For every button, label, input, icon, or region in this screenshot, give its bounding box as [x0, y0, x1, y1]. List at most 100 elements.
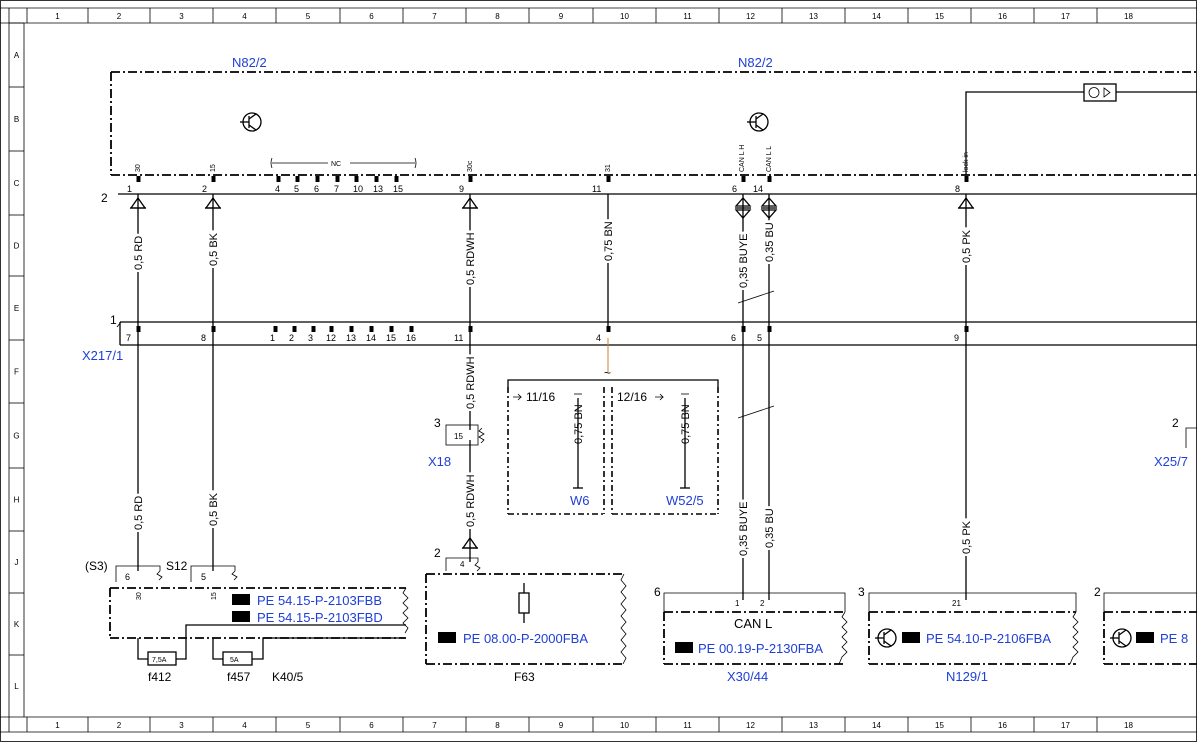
mid-pin-label: 13 — [346, 333, 356, 343]
tilde-label: ~ — [604, 366, 611, 380]
reference-4[interactable]: PE 00.19-P-2130FBA — [698, 641, 823, 656]
fuse-rating-1: 7,5A — [152, 657, 167, 664]
grid-col-label: 9 — [559, 12, 564, 21]
grid-row-label: A — [14, 51, 20, 60]
control-unit-icon — [240, 112, 262, 132]
fuse-rating-2: 5A — [230, 657, 239, 664]
grid-row-label: K — [14, 620, 20, 629]
pin-name-31: 31 — [605, 164, 612, 172]
reference-1[interactable]: PE 54.15-P-2103FBB — [257, 593, 382, 608]
top-pin-label: 13 — [373, 184, 383, 194]
top-pin-label: 8 — [955, 184, 960, 194]
grid-row-label: F — [14, 368, 19, 377]
grid-col-label: 16 — [998, 12, 1007, 21]
reference-3[interactable]: PE 08.00-P-2000FBA — [463, 631, 588, 646]
mid-pin-label: 1 — [270, 333, 275, 343]
mid-pin-label: 16 — [406, 333, 416, 343]
grid-col-label: 12 — [746, 721, 755, 730]
grid-col-label: 6 — [369, 12, 374, 21]
grid-col-label: 3 — [179, 12, 184, 21]
ref-hand-icon — [232, 611, 250, 622]
label-f457: f457 — [227, 670, 251, 684]
reference-5[interactable]: PE 54.10-P-2106FBA — [926, 631, 1051, 646]
wire-label: 0,5 RDWH — [465, 232, 477, 285]
nc-bracket — [270, 157, 417, 169]
x18-number: 3 — [434, 416, 441, 430]
wire-label: 0,5 BK — [208, 232, 220, 266]
ref-hand-icon — [232, 594, 250, 605]
label-x217: X217/1 — [82, 348, 123, 363]
label-n82-right: N82/2 — [738, 55, 773, 70]
label-f412: f412 — [148, 670, 172, 684]
top-pin-label: 14 — [753, 184, 763, 194]
wire-label: 0,5 RDWH — [465, 474, 477, 527]
label-w6: W6 — [570, 493, 590, 508]
s3-label: (S3) — [85, 559, 108, 573]
pin-name-canlh: CAN L H — [739, 145, 746, 172]
mid-pin-label: 3 — [308, 333, 313, 343]
reference-2[interactable]: PE 54.15-P-2103FBD — [257, 610, 383, 625]
grid-col-label: 3 — [179, 721, 184, 730]
pin-name-30: 30 — [135, 164, 142, 172]
f63-pin: 4 — [460, 560, 465, 569]
wire-label: 0,35 BU — [764, 222, 776, 262]
grid-col-label: 9 — [559, 721, 564, 730]
ref-hand-icon — [438, 632, 456, 643]
wire-label: 0,5 RDWH — [465, 356, 477, 409]
branch-12-16: 12/16 — [617, 390, 647, 404]
f63-number: 2 — [434, 546, 441, 560]
top-pin-label: 7 — [334, 184, 339, 194]
top-connector-number: 2 — [101, 191, 108, 205]
label-x30: X30/44 — [727, 669, 768, 684]
mid-pin-label: 11 — [454, 333, 463, 343]
mid-pin-label: 6 — [731, 333, 736, 343]
branch-11-16: 11/16 — [526, 390, 555, 404]
control-unit-icon — [747, 112, 769, 132]
x18-pin: 15 — [454, 432, 463, 441]
grid-col-label: 15 — [935, 721, 944, 730]
grid-col-label: 14 — [872, 12, 881, 21]
nc-label: NC — [331, 161, 341, 168]
wire-label: 0,75 BN — [603, 221, 615, 261]
ref-hand-icon — [675, 642, 693, 653]
grid-row-label: L — [14, 682, 19, 691]
right-partial-block — [1103, 427, 1197, 665]
k40-pin-15: 15 — [211, 592, 218, 600]
right-block-number: 2 — [1094, 585, 1101, 599]
wire-label: 0,5 BK — [208, 492, 220, 526]
wire-label: 0,5 RD — [133, 236, 145, 270]
pin-name-30c: 30c — [467, 160, 474, 172]
wire-label: 0,35 BUYE — [738, 234, 750, 288]
x30-number: 6 — [654, 585, 661, 599]
pin-name-lockin: lock in — [963, 152, 970, 172]
grid-col-label: 2 — [117, 12, 122, 21]
can-l-label: CAN L — [734, 616, 772, 631]
mid-pin-label: 12 — [326, 333, 336, 343]
grid-col-label: 5 — [306, 721, 311, 730]
mid-pin-label: 9 — [954, 333, 959, 343]
grid-col-label: 18 — [1124, 721, 1133, 730]
top-pin-label: 4 — [275, 184, 280, 194]
grid-col-label: 12 — [746, 12, 755, 21]
n129-pin: 21 — [952, 599, 961, 608]
grid-row-label: D — [14, 242, 20, 251]
grid-col-label: 8 — [495, 721, 500, 730]
grid-col-label: 13 — [809, 12, 818, 21]
top-pin-label: 10 — [353, 184, 363, 194]
grid-col-label: 6 — [369, 721, 374, 730]
label-f63: F63 — [514, 670, 535, 684]
reference-6[interactable]: PE 8 — [1160, 631, 1188, 646]
x30-block — [663, 592, 848, 665]
x217-connector — [116, 321, 1197, 346]
grid-col-label: 4 — [242, 721, 247, 730]
top-pin-label: 11 — [592, 184, 601, 194]
s3-pin: 6 — [125, 572, 130, 582]
top-pin-label: 9 — [459, 184, 464, 194]
top-pin-label: 6 — [314, 184, 319, 194]
grid-col-label: 7 — [432, 721, 437, 730]
grid-col-label: 11 — [683, 721, 692, 730]
mid-pin-label: 4 — [596, 333, 601, 343]
